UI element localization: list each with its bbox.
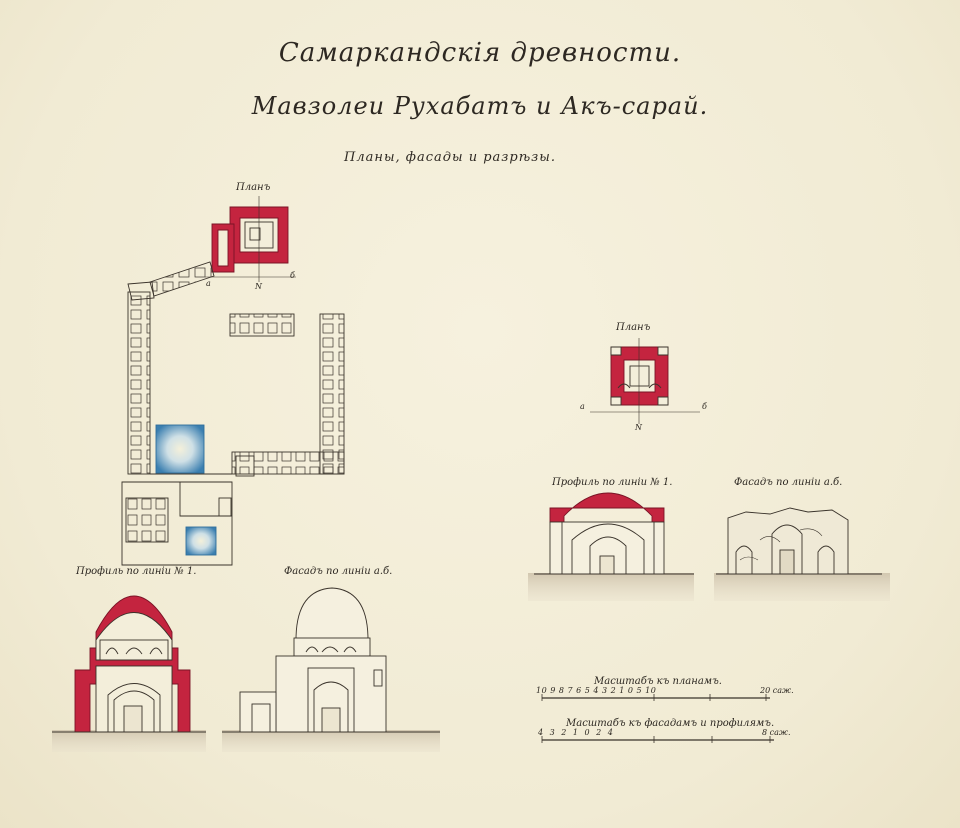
- scale-bar-plans: [541, 694, 770, 701]
- left-plan-section-b: б: [290, 271, 295, 280]
- scale-plans-ticks: 10 9 8 7 6 5 4 3 2 1 0 5 10: [536, 686, 656, 695]
- right-facade-drawing: [714, 507, 890, 601]
- left-mausoleum-plan: [205, 196, 296, 282]
- right-plan-label: Планъ: [616, 322, 651, 333]
- left-facade-drawing: [222, 587, 440, 752]
- sheet-title: Самаркандскія древности.: [278, 38, 682, 68]
- sheet-caption: Планы, фасады и разрѣзы.: [344, 150, 556, 165]
- left-plan-label: Планъ: [236, 182, 271, 193]
- sheet-subtitle: Мавзолеи Рухабатъ и Акъ-сарай.: [251, 92, 709, 120]
- right-plan-section-b: б: [702, 402, 707, 411]
- right-mausoleum-plan: [590, 338, 700, 424]
- left-section-drawing: [52, 595, 206, 752]
- right-section-drawing: [528, 492, 694, 601]
- left-site-plan: [121, 196, 345, 566]
- scale-plans-end: 20 саж.: [760, 686, 794, 695]
- right-facade-label: Фасадъ по линіи а.б.: [734, 477, 843, 488]
- right-plan-section-a: а: [580, 402, 585, 411]
- scale-plans-tick-values: 10 9 8 7 6 5 4 3 2 1 0 5 10: [536, 686, 657, 695]
- left-facade-label: Фасадъ по линіи а.б.: [284, 566, 393, 577]
- scale-bar-facades: [541, 736, 774, 743]
- scale-plans-label: Масштабъ къ планамъ.: [594, 676, 722, 687]
- left-plan-north: N: [255, 282, 262, 291]
- scale-facades-ticks: 4 3 2 1 0 2 4: [538, 728, 615, 737]
- scale-facades-label: Масштабъ къ фасадамъ и профилямъ.: [566, 718, 775, 729]
- left-section-label: Профиль по линіи № 1.: [76, 566, 197, 577]
- scale-facades-tick-values: 4 3 2 1 0 2 4: [538, 728, 615, 737]
- left-plan-section-a: а: [206, 279, 211, 288]
- right-section-label: Профиль по линіи № 1.: [552, 477, 673, 488]
- scale-facades-end: 8 саж.: [762, 728, 791, 737]
- right-plan-north: N: [635, 423, 642, 432]
